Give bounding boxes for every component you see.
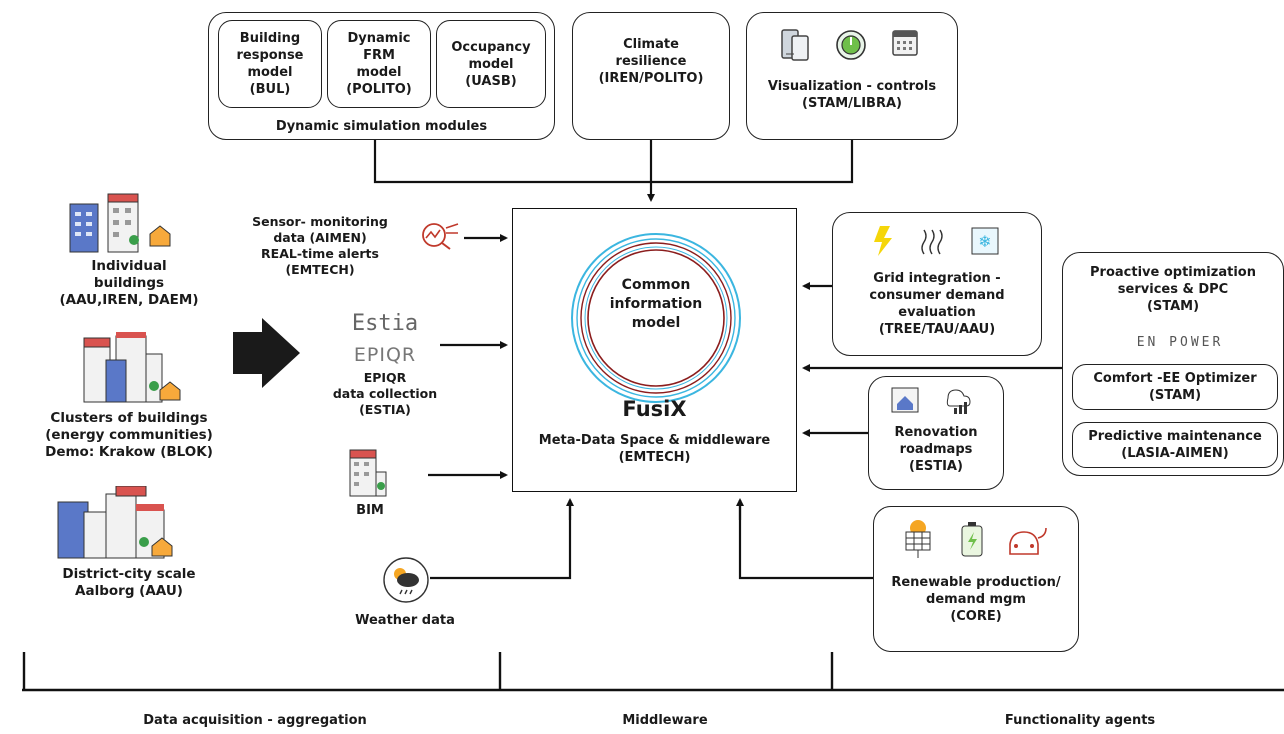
gauge-icon — [836, 30, 866, 60]
section-acquisition: Data acquisition - aggregation — [143, 713, 367, 728]
heat-icon — [921, 229, 943, 255]
individual-buildings-icon — [69, 193, 171, 253]
monitoring-icon — [422, 223, 459, 250]
dynamic-frm-model: Dynamic FRM model (POLITO) — [327, 20, 431, 108]
renewable-box — [873, 506, 1079, 652]
epiqr-label: EPIQR data collection (ESTIA) — [332, 370, 438, 417]
enpower-logo: EN POWER — [1136, 335, 1224, 350]
cooling-icon — [971, 227, 999, 255]
climate-resilience-box — [572, 12, 730, 140]
section-functionality: Functionality agents — [1004, 713, 1156, 728]
fusix-subtitle: Meta-Data Space & middleware (EMTECH) — [538, 433, 771, 465]
renewable-icons — [905, 520, 1047, 558]
district-icon — [57, 486, 173, 559]
big-input-arrow — [233, 318, 300, 388]
clusters-label: Clusters of buildings (energy communitie… — [45, 410, 213, 460]
bim-label: BIM — [356, 503, 384, 518]
visualization-label: Visualization - controls (STAM/LIBRA) — [767, 79, 937, 111]
epiqr-logo: EPIQR — [353, 344, 417, 366]
renovation-icons — [891, 387, 971, 414]
estia-logo: Estia — [351, 311, 419, 336]
section-middleware: Middleware — [622, 713, 708, 728]
grid-integration-box — [832, 212, 1042, 356]
weather-icon — [383, 557, 429, 603]
proactive-label: Proactive optimization services & DPC (S… — [1090, 265, 1256, 314]
climate-resilience-label: Climate resilience (IREN/POLITO) — [598, 37, 704, 86]
building-cluster-icon — [83, 332, 181, 403]
predictive-maintenance: Predictive maintenance (LASIA-AIMEN) — [1072, 422, 1278, 468]
cim-label: Common information model — [609, 277, 703, 331]
sensor-label: Sensor- monitoring data (AIMEN) REAL-tim… — [252, 214, 388, 277]
devices-icon — [781, 29, 809, 61]
bim-building-icon — [349, 449, 387, 497]
occupancy-model: Occupancy model (UASB) — [436, 20, 546, 108]
cim-rings — [571, 233, 741, 403]
comfort-optimizer: Comfort -EE Optimizer (STAM) — [1072, 364, 1278, 410]
grid-icons: ❄ — [874, 226, 999, 256]
renewable-label: Renewable production/ demand mgm (CORE) — [891, 575, 1061, 624]
fusix-core-box — [512, 208, 797, 492]
grid-integration-label: Grid integration - consumer demand evalu… — [869, 271, 1005, 337]
svg-text:❄: ❄ — [978, 232, 991, 251]
renovation-label: Renovation roadmaps (ESTIA) — [894, 425, 978, 474]
control-panel-icon — [892, 30, 918, 56]
renovation-box — [868, 376, 1004, 490]
district-label: District-city scale Aalborg (AAU) — [62, 566, 196, 599]
electric-car-icon — [1009, 531, 1039, 555]
lightning-icon — [874, 226, 892, 256]
simulation-modules-label: Dynamic simulation modules — [275, 119, 488, 134]
weather-label: Weather data — [355, 613, 455, 628]
building-response-model: Building response model (BUL) — [218, 20, 322, 108]
fusix-title: FusiX — [622, 397, 687, 421]
individual-buildings-label: Individual buildings (AAU,IREN, DAEM) — [59, 258, 199, 308]
